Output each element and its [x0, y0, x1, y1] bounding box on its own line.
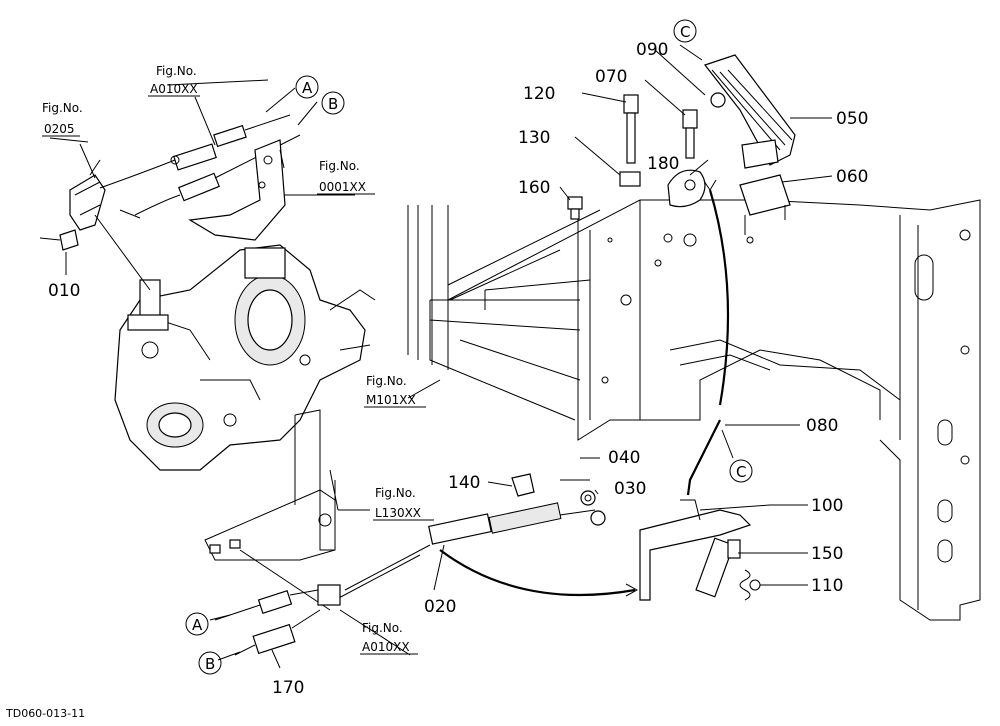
connection-arrows — [439, 179, 730, 597]
fig-label: Fig.No. — [42, 101, 83, 115]
connector-b-bottom-circle — [198, 651, 222, 675]
connector-b-top: B — [328, 95, 338, 113]
fig-label: Fig.No. — [375, 486, 416, 500]
fig-ref-l130xx: L130XX — [375, 506, 421, 520]
fig-label: Fig.No. — [156, 64, 197, 78]
callout-170: 170 — [272, 678, 304, 698]
callout-130: 130 — [518, 128, 550, 148]
connector-b-top-circle — [321, 91, 345, 115]
callout-100: 100 — [811, 496, 843, 516]
leader-lines — [49, 44, 833, 669]
fig-ref-0205: 0205 — [44, 122, 75, 136]
callout-080: 080 — [806, 416, 838, 436]
callout-050: 050 — [836, 109, 868, 129]
fig-ref-a010xx-top: A010XX — [150, 82, 198, 96]
callout-140: 140 — [448, 473, 480, 493]
fig-label: Fig.No. — [319, 159, 360, 173]
callout-120: 120 — [523, 84, 555, 104]
figure-references: Fig.No. A010XX Fig.No. 0205 Fig.No. 0001… — [42, 64, 434, 655]
fig-ref-0001xx: 0001XX — [319, 180, 366, 194]
connector-markers: A B C C A B — [185, 19, 753, 675]
callout-030: 030 — [614, 479, 646, 499]
callout-150: 150 — [811, 544, 843, 564]
pedal-assembly — [567, 54, 796, 601]
connector-a-bottom-circle — [185, 612, 209, 636]
callout-020: 020 — [424, 597, 456, 617]
lower-bracket — [204, 409, 336, 611]
connector-c-top-circle — [673, 19, 697, 43]
fig-label: Fig.No. — [366, 374, 407, 388]
drawing-code: TD060-013-11 — [5, 707, 85, 720]
throttle-cables-top — [99, 114, 301, 241]
callout-160: 160 — [518, 178, 550, 198]
callout-110: 110 — [811, 576, 843, 596]
lever-bracket-assembly — [39, 159, 151, 291]
fig-ref-a010xx-bottom: A010XX — [362, 640, 410, 654]
part-callouts: 010 020 030 040 050 060 070 080 090 100 … — [48, 40, 868, 698]
connector-a-bottom: A — [192, 616, 203, 634]
connector-c-bottom: C — [736, 463, 746, 481]
frame-structure — [407, 199, 981, 621]
callout-070: 070 — [595, 67, 627, 87]
connector-b-bottom: B — [205, 655, 215, 673]
connector-c-bottom-circle — [729, 459, 753, 483]
callout-060: 060 — [836, 167, 868, 187]
callout-010: 010 — [48, 281, 80, 301]
fig-ref-m101xx: M101XX — [366, 393, 416, 407]
callout-180: 180 — [647, 154, 679, 174]
connector-c-top: C — [680, 23, 690, 41]
lower-cable-assembly — [214, 473, 606, 656]
callout-090: 090 — [636, 40, 668, 60]
fig-label: Fig.No. — [362, 621, 403, 635]
callout-040: 040 — [608, 448, 640, 468]
transmission-case — [114, 244, 376, 471]
connector-a-top-circle — [295, 75, 319, 99]
connector-a-top: A — [302, 79, 313, 97]
